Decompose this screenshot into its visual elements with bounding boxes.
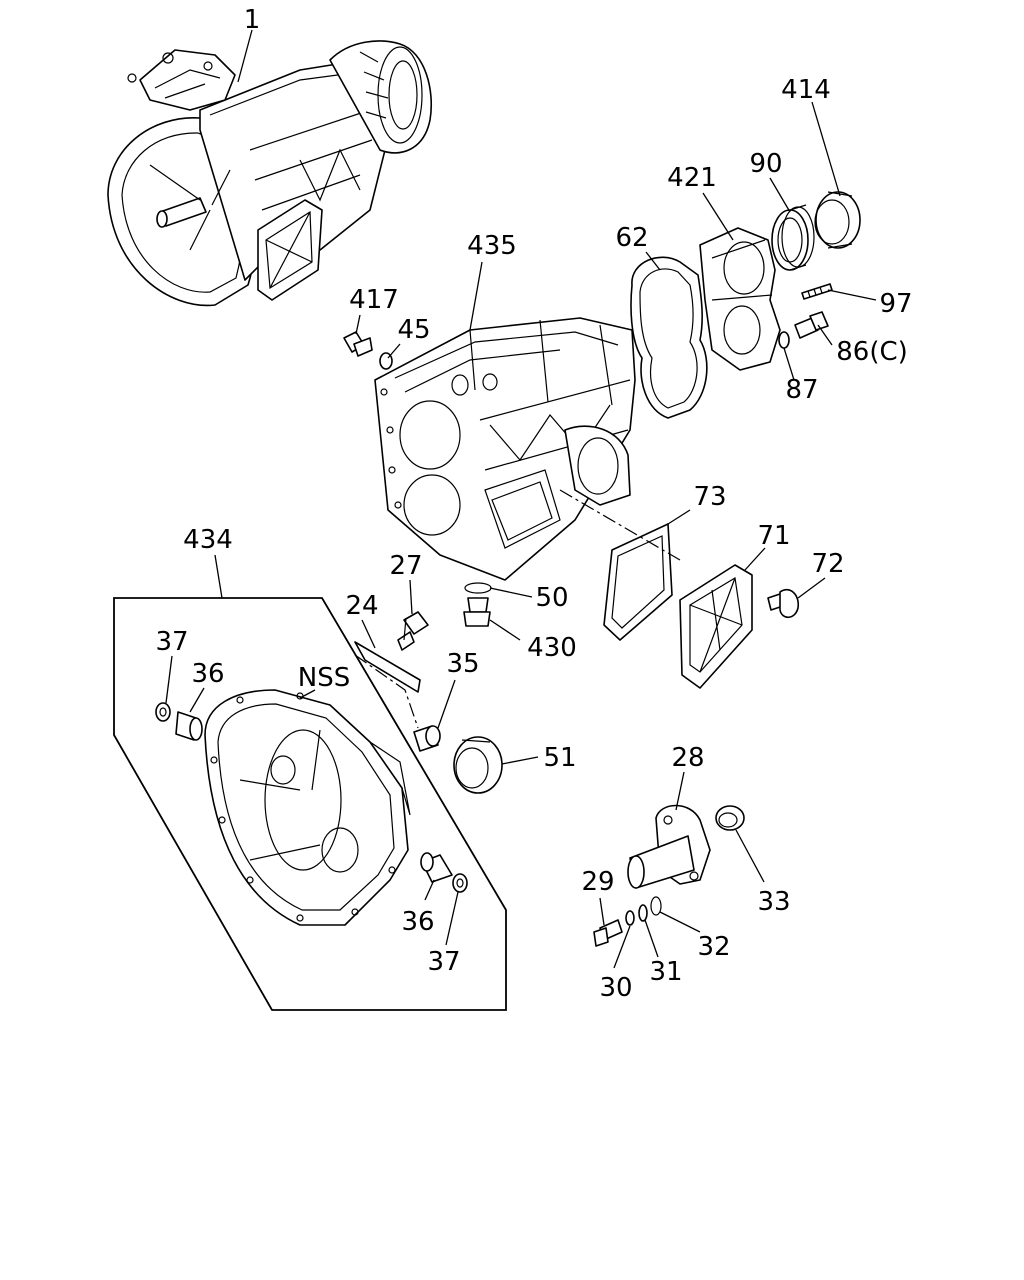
oring-32-drawing xyxy=(650,896,662,916)
bolt-29-drawing xyxy=(593,919,623,947)
stud-97-drawing xyxy=(801,283,833,300)
callout-29: 29 xyxy=(581,867,614,897)
ring-414-drawing xyxy=(814,191,861,249)
callout-labels: 1 414 90 421 62 435 97 417 45 86(C) 87 7… xyxy=(155,5,912,1003)
callout-37-lower: 37 xyxy=(427,947,460,977)
washer-87-drawing xyxy=(778,331,790,349)
callout-37-upper: 37 xyxy=(155,627,188,657)
dowel-36-lower-drawing xyxy=(420,852,453,883)
plug-417-drawing xyxy=(343,331,373,357)
callout-28: 28 xyxy=(671,743,704,773)
washer-31-drawing xyxy=(638,904,648,922)
gasket-62-drawing xyxy=(630,256,708,419)
callout-35: 35 xyxy=(446,649,479,679)
transmission-assembly-drawing xyxy=(107,40,432,307)
callout-1: 1 xyxy=(244,5,261,35)
pto-cover-71-drawing xyxy=(679,564,753,689)
callout-36-upper: 36 xyxy=(191,659,224,689)
callout-435: 435 xyxy=(467,231,517,261)
callout-97: 97 xyxy=(879,289,912,319)
oring-50-drawing xyxy=(464,582,492,594)
callout-430: 430 xyxy=(527,633,577,663)
callout-31: 31 xyxy=(649,957,682,987)
callout-36-lower: 36 xyxy=(401,907,434,937)
leader-lines xyxy=(165,29,877,969)
callout-72: 72 xyxy=(811,549,844,579)
sensor-27-drawing xyxy=(397,611,429,651)
bushing-35-drawing xyxy=(413,725,441,752)
callout-33: 33 xyxy=(757,887,790,917)
bolt-86c-drawing xyxy=(794,311,829,339)
callout-87: 87 xyxy=(785,375,818,405)
rear-cover-421-drawing xyxy=(699,227,781,371)
callout-73: 73 xyxy=(693,482,726,512)
callout-414: 414 xyxy=(781,75,831,105)
callout-86c: 86(C) xyxy=(836,337,908,367)
callout-417: 417 xyxy=(349,285,399,315)
bushing-37-upper-drawing xyxy=(155,702,171,722)
callout-62: 62 xyxy=(615,223,648,253)
front-cover-28-drawing xyxy=(627,804,711,889)
plate-24-drawing xyxy=(354,641,421,693)
callout-421: 421 xyxy=(667,163,717,193)
cap-51-drawing xyxy=(453,736,503,794)
callout-434: 434 xyxy=(183,525,233,555)
callout-51: 51 xyxy=(543,743,576,773)
seal-33-drawing xyxy=(715,805,745,831)
callout-30: 30 xyxy=(599,973,632,1003)
oil-seal-90-drawing xyxy=(771,204,815,271)
callout-32: 32 xyxy=(697,932,730,962)
washer-30-drawing xyxy=(625,910,635,926)
gasket-73-drawing xyxy=(603,523,673,641)
callout-50: 50 xyxy=(535,583,568,613)
transmission-case-drawing xyxy=(374,317,636,581)
callout-45: 45 xyxy=(397,315,430,345)
group-434-outline xyxy=(113,597,507,1011)
drain-plug-430-drawing xyxy=(463,597,491,627)
clutch-housing-nss-drawing xyxy=(204,689,411,926)
callout-nss: NSS xyxy=(298,663,350,693)
callout-90: 90 xyxy=(749,149,782,179)
dowel-36-upper-drawing xyxy=(175,711,203,741)
bushing-37-lower-drawing xyxy=(452,873,468,893)
callout-24: 24 xyxy=(345,591,378,621)
callout-71: 71 xyxy=(757,521,790,551)
callout-27: 27 xyxy=(389,551,422,581)
bolt-72-drawing xyxy=(767,588,800,619)
